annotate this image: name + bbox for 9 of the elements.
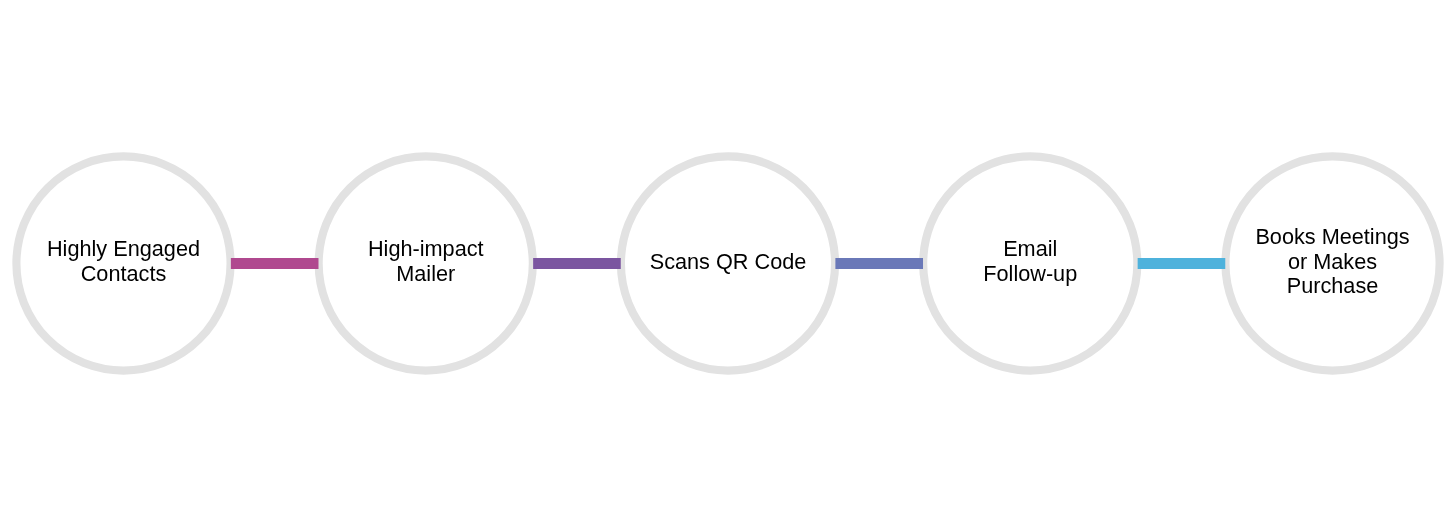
connector [533, 258, 621, 269]
node-circle: High-impact Mailer [314, 152, 537, 375]
connector [1137, 258, 1226, 269]
connector [230, 258, 319, 269]
node-circle: Highly Engaged Contacts [12, 152, 235, 375]
node-circle: Scans QR Code [616, 152, 840, 375]
node-circle: Books Meetings or Makes Purchase [1221, 152, 1444, 375]
node-circle: Email Follow-up [919, 152, 1142, 375]
connector [835, 258, 923, 269]
